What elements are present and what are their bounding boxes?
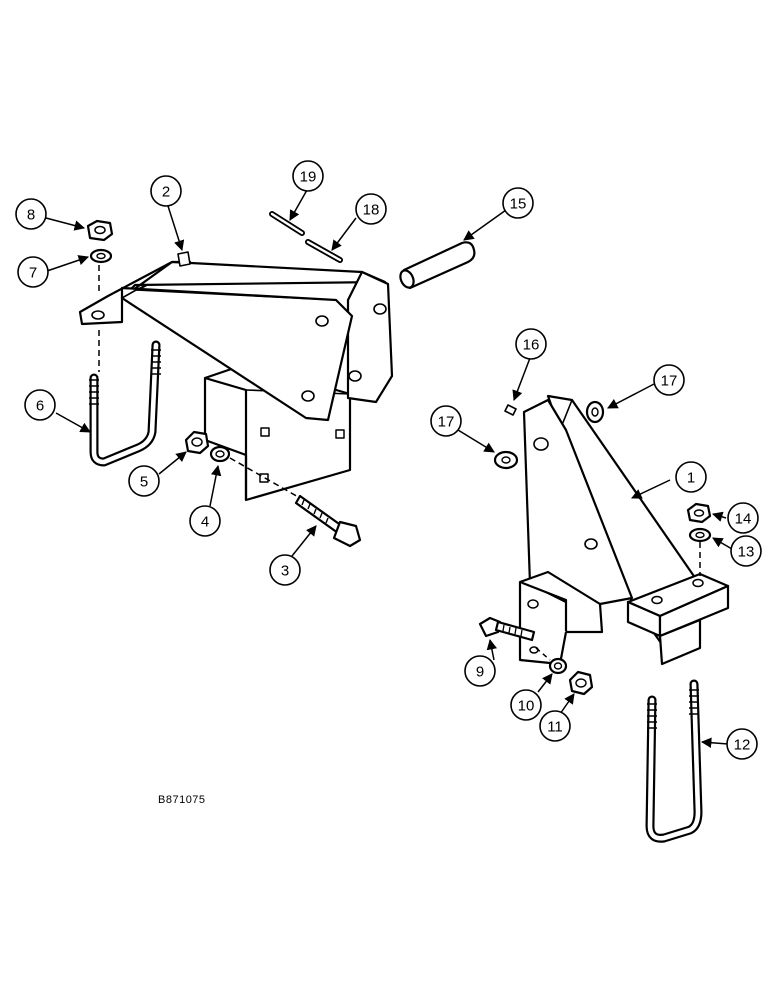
svg-text:19: 19 <box>300 169 317 186</box>
svg-text:16: 16 <box>523 337 540 354</box>
grease-fitting-16 <box>504 404 517 416</box>
callout-1: 1 <box>675 461 707 493</box>
hidden-line <box>229 457 301 499</box>
callout-13: 13 <box>730 535 762 567</box>
svg-text:14: 14 <box>735 511 752 528</box>
svg-text:2: 2 <box>162 184 170 201</box>
svg-text:17: 17 <box>438 414 455 431</box>
callout-14: 14 <box>727 502 759 534</box>
nut-8 <box>86 219 114 242</box>
callout-19: 19 <box>292 160 324 192</box>
cotter-pin-18 <box>305 239 343 263</box>
bolt-9 <box>478 616 536 642</box>
svg-text:12: 12 <box>734 737 751 754</box>
svg-text:11: 11 <box>547 719 563 736</box>
svg-text:15: 15 <box>510 196 527 213</box>
hidden-line <box>535 647 551 661</box>
u-bolt-12 <box>645 679 703 843</box>
svg-text:6: 6 <box>36 398 44 415</box>
callout-10: 10 <box>510 689 542 721</box>
nut-11 <box>568 670 594 696</box>
callout-16: 16 <box>515 328 547 360</box>
bolt-3 <box>294 494 362 548</box>
lock-washer-10 <box>548 657 568 675</box>
callout-17-right: 17 <box>653 364 685 396</box>
pin-15 <box>399 241 476 290</box>
callout-3: 3 <box>269 554 301 586</box>
callout-15: 15 <box>502 187 534 219</box>
callout-11: 11 <box>539 710 571 742</box>
svg-text:8: 8 <box>27 207 35 224</box>
nut-5 <box>184 430 210 455</box>
svg-text:18: 18 <box>363 202 380 219</box>
callout-17-left: 17 <box>430 405 462 437</box>
right-mount-bracket <box>518 394 730 666</box>
svg-text:7: 7 <box>29 265 37 282</box>
callout-5: 5 <box>128 465 160 497</box>
drawing-reference-code: B871075 <box>158 794 206 806</box>
svg-text:5: 5 <box>140 474 148 491</box>
u-bolt-6 <box>89 340 161 467</box>
svg-text:13: 13 <box>738 544 755 561</box>
callout-7: 7 <box>17 256 49 288</box>
washer-17-left <box>493 450 519 470</box>
svg-text:4: 4 <box>201 514 209 531</box>
svg-text:17: 17 <box>661 373 678 390</box>
cotter-pin-19 <box>269 211 305 236</box>
svg-text:10: 10 <box>518 698 535 715</box>
callout-bubbles: 1 2 3 4 5 6 7 8 9 10 11 12 13 14 15 16 1… <box>15 160 762 760</box>
callout-8: 8 <box>15 198 47 230</box>
svg-text:9: 9 <box>476 664 484 681</box>
callout-9: 9 <box>464 655 496 687</box>
callout-18: 18 <box>355 193 387 225</box>
left-mount-bracket <box>78 251 394 502</box>
callout-6: 6 <box>24 389 56 421</box>
leader-lines <box>45 189 733 748</box>
lock-washer-4 <box>209 445 231 463</box>
washer-17-right <box>585 400 605 424</box>
washer-7 <box>89 248 113 264</box>
svg-text:3: 3 <box>281 563 289 580</box>
callout-12: 12 <box>726 728 758 760</box>
washer-13 <box>688 527 712 543</box>
callout-2: 2 <box>150 175 182 207</box>
nut-14 <box>686 502 712 524</box>
svg-text:1: 1 <box>687 470 695 487</box>
callout-4: 4 <box>189 505 221 537</box>
